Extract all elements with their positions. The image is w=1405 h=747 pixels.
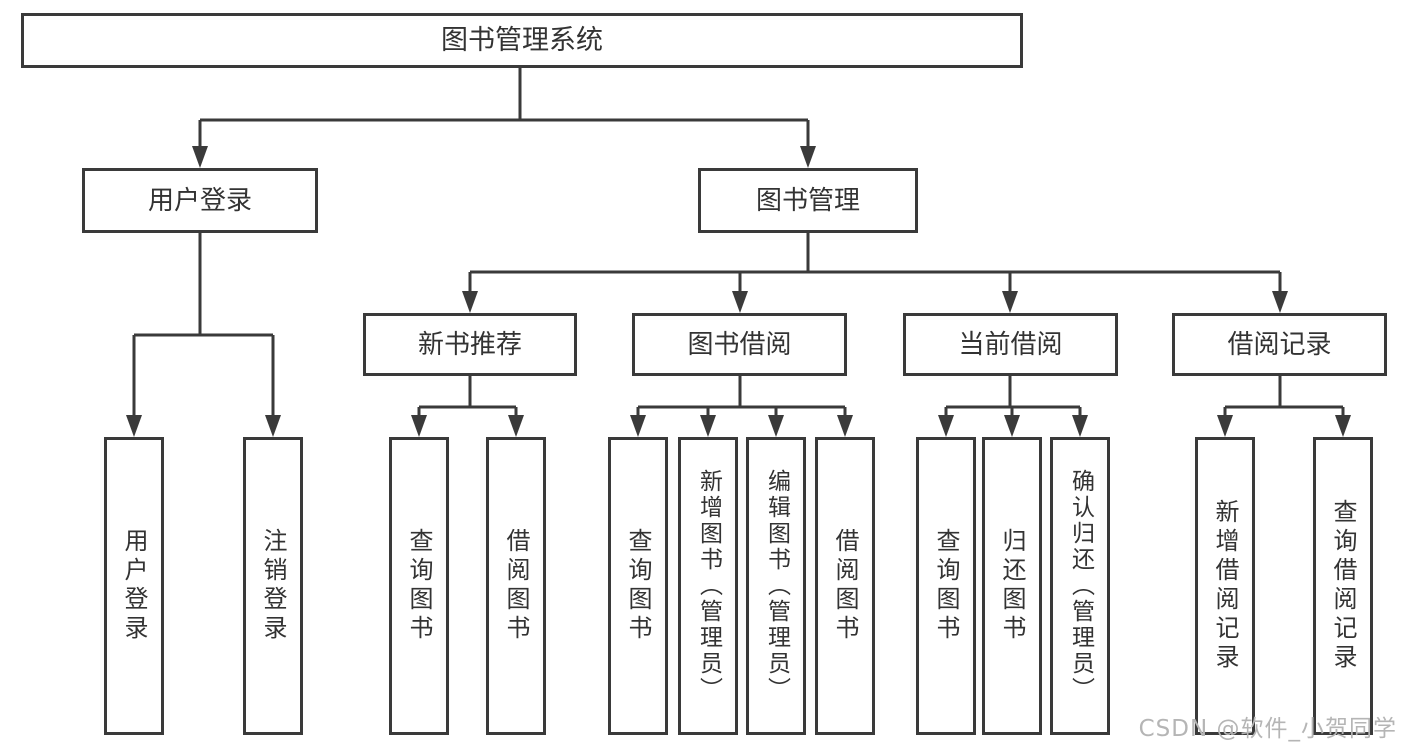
leaf-query-books-3: 查询图书 [916,437,976,735]
leaf-query-books-2: 查询图书 [608,437,668,735]
leaf-confirm-return-admin: 确认归还（管理员） [1050,437,1110,735]
connector-user-login-to-leaves [132,233,275,419]
leaf-borrow-books-2: 借阅图书 [815,437,875,735]
node-user-login: 用户登录 [82,168,318,233]
leaf-query-books-1: 查询图书 [389,437,449,735]
leaf-borrow-books-1: 借阅图书 [486,437,546,735]
connector-new-book-to-leaves [417,376,518,419]
node-book-management: 图书管理 [698,168,918,233]
connector-borrow-records-to-leaves [1223,376,1345,419]
leaf-add-borrow-record: 新增借阅记录 [1195,437,1255,735]
arrowheads [126,146,1351,437]
leaf-add-books-admin: 新增图书（管理员） [678,437,738,735]
node-current-borrowing: 当前借阅 [903,313,1118,376]
connector-book-borrow-to-leaves [636,376,847,419]
leaf-return-books: 归还图书 [982,437,1042,735]
leaf-edit-books-admin: 编辑图书（管理员） [746,437,806,735]
node-book-borrowing: 图书借阅 [632,313,847,376]
node-new-book-recommend: 新书推荐 [363,313,577,376]
leaf-user-login: 用户登录 [104,437,164,735]
connector-book-mgmt-to-level3 [468,233,1282,295]
node-borrow-records: 借阅记录 [1172,313,1387,376]
leaf-query-borrow-record: 查询借阅记录 [1313,437,1373,735]
leaf-logout: 注销登录 [243,437,303,735]
connector-root-to-level2 [198,68,810,150]
node-library-system: 图书管理系统 [21,13,1023,68]
connector-current-borrow-to-leaves [944,376,1082,419]
csdn-watermark: CSDN @软件_小贺同学 [1138,716,1397,742]
